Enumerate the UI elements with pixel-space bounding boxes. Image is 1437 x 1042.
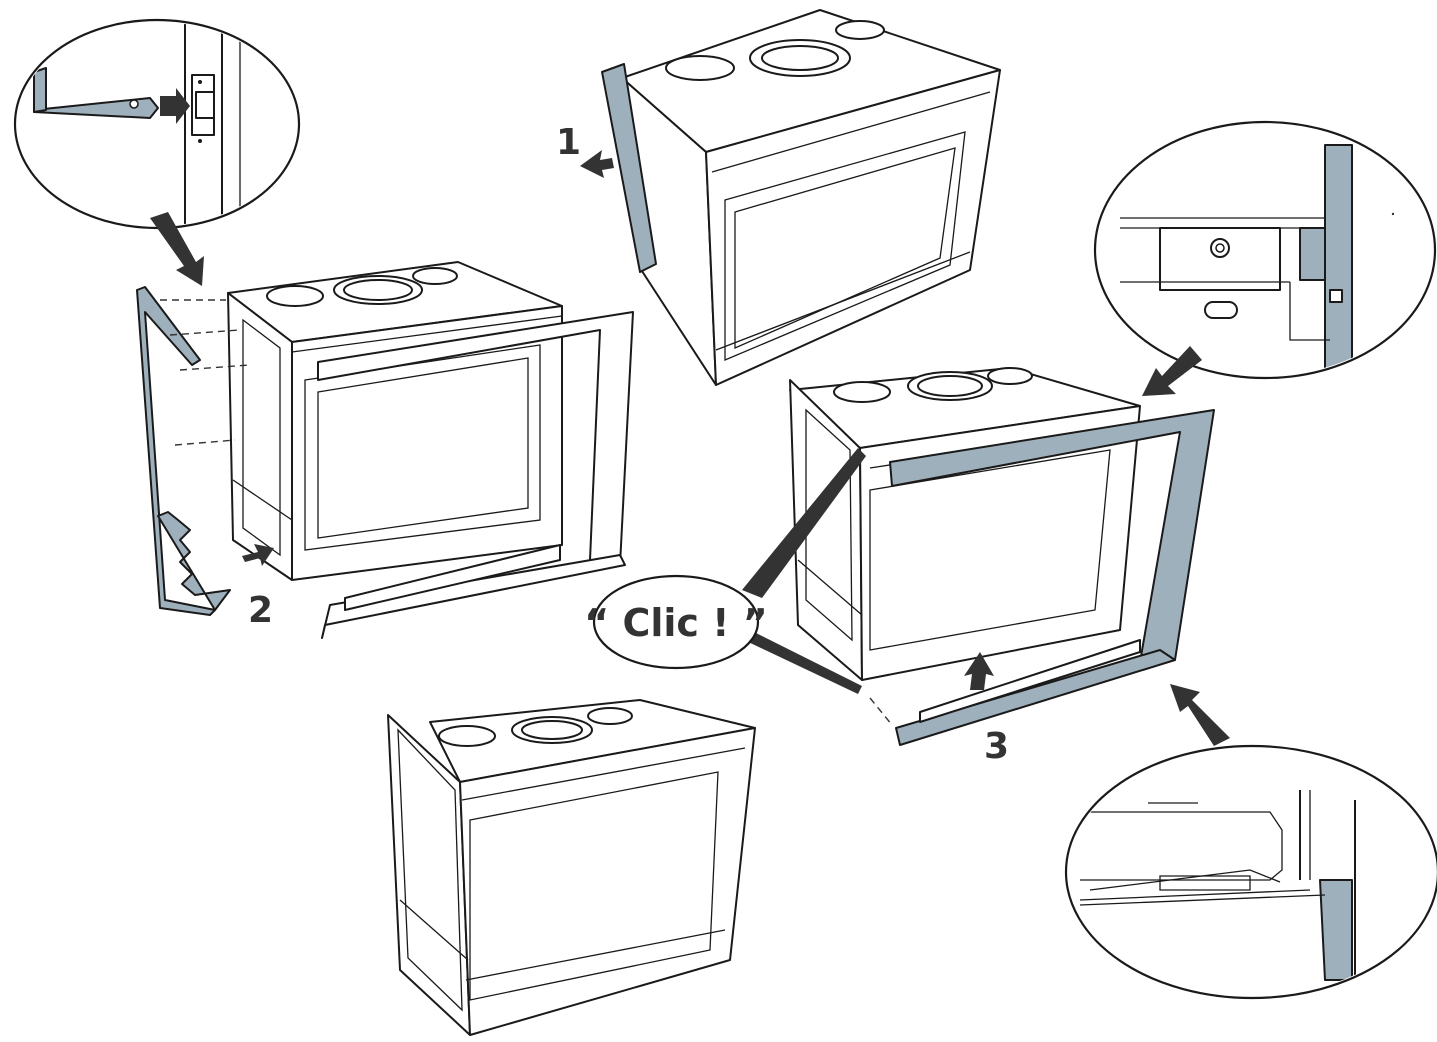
step-2-label: 2 <box>248 590 273 631</box>
pointer-arrow-icon <box>150 212 204 286</box>
clic-callout-text: “ Clic ! ” <box>584 601 767 645</box>
push-arrow-icon <box>964 652 994 690</box>
stove-step-3 <box>789 367 1215 746</box>
stove-step-1 <box>580 9 1001 386</box>
clic-callout <box>592 448 866 694</box>
step-3-label: 3 <box>984 726 1009 767</box>
push-arrow-icon <box>160 88 190 124</box>
stove-step-2 <box>136 261 634 639</box>
detail-callout-bracket <box>13 18 301 230</box>
stray-mark <box>1391 212 1395 216</box>
pointer-arrow-icon <box>1142 346 1202 396</box>
step-1-label: 1 <box>556 122 581 163</box>
detail-callout-clip-bottom <box>1064 744 1437 1000</box>
push-arrow-icon <box>242 544 274 566</box>
push-arrow-icon <box>580 150 614 178</box>
detail-callout-clip-top <box>1093 120 1437 380</box>
pointer-arrow-icon <box>1170 684 1230 746</box>
stove-assembled <box>387 699 756 1036</box>
